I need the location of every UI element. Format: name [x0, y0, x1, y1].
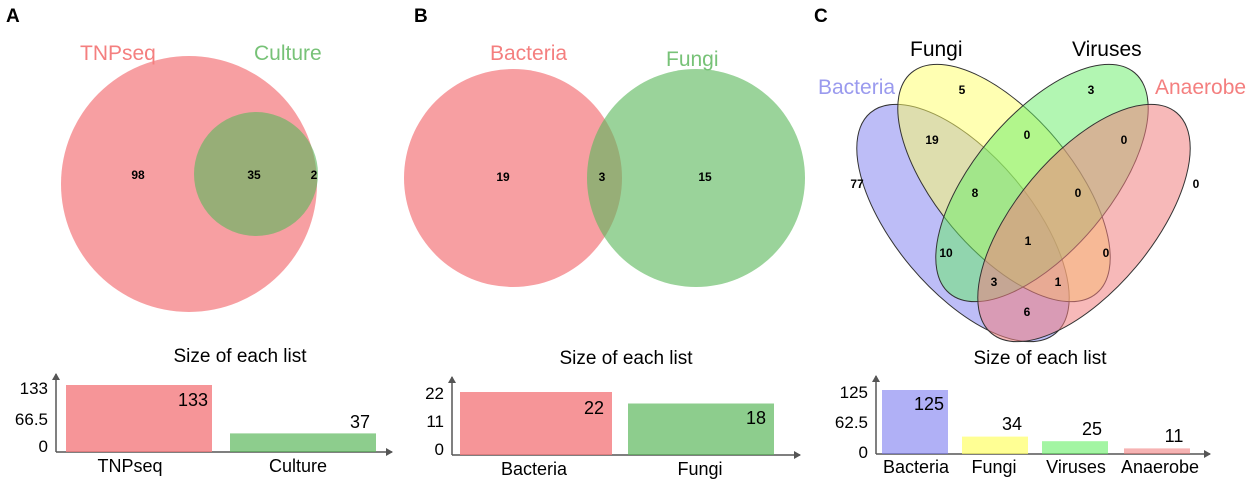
venn-c-count-bacteria-fungi: 19 — [925, 133, 939, 147]
venn-c-count-fungi-only: 5 — [959, 83, 966, 97]
bar-a-tick-zero: 0 — [39, 437, 48, 456]
venn-c: Bacteria Fungi Viruses Anaerobe 5 3 19 0… — [818, 38, 1246, 343]
venn-a-count-both: 35 — [247, 168, 261, 182]
venn-b-circle-bacteria — [404, 69, 622, 287]
venn-c-count-bacteria-fungi-viruses: 8 — [972, 186, 979, 200]
panel-letter-b: B — [414, 6, 428, 27]
venn-b-count-bacteria-only: 19 — [496, 170, 510, 184]
venn-c-count-fungi-anaerobe: 0 — [1103, 246, 1110, 260]
venn-b-circle-fungi — [587, 69, 805, 287]
venn-c-count-bacteria-anaerobe: 6 — [1024, 305, 1031, 319]
bar-a-title: Size of each list — [173, 346, 307, 367]
venn-a-label-tnpseq: TNPseq — [80, 42, 156, 65]
bar-c-tick-max: 125 — [840, 383, 868, 402]
venn-c-ellipse-anaerobe — [977, 103, 1191, 343]
bar-c-category-viruses: Viruses — [1046, 457, 1106, 477]
bar-c-category-bacteria: Bacteria — [883, 457, 950, 477]
bar-c-tick-mid: 62.5 — [835, 413, 868, 432]
bar-a-category-culture: Culture — [269, 456, 327, 476]
venn-a-label-culture: Culture — [254, 42, 322, 65]
venn-a-circle-culture — [194, 112, 318, 236]
bar-a-tnpseq — [66, 385, 212, 452]
bar-c-value-fungi: 34 — [1002, 414, 1022, 434]
bar-b-tick-max: 22 — [425, 384, 444, 403]
bar-c-bacteria — [882, 390, 948, 454]
venn-b: Bacteria Fungi 19 3 15 — [404, 42, 805, 287]
venn-c-count-all-four: 1 — [1025, 234, 1032, 248]
bar-c-viruses — [1042, 441, 1108, 454]
venn-c-label-viruses: Viruses — [1072, 38, 1142, 61]
venn-c-count-fungi-viruses-anaerobe: 0 — [1075, 186, 1082, 200]
venn-b-count-both: 3 — [599, 170, 606, 184]
venn-c-label-bacteria: Bacteria — [818, 76, 895, 99]
venn-b-count-fungi-only: 15 — [698, 170, 712, 184]
venn-c-count-bacteria-viruses-anaerobe: 3 — [991, 275, 998, 289]
panel-letter-c: C — [814, 6, 828, 27]
venn-b-label-bacteria: Bacteria — [490, 42, 567, 65]
venn-c-count-bacteria-viruses: 10 — [939, 246, 953, 260]
bar-b-category-bacteria: Bacteria — [501, 459, 568, 479]
bar-a-tick-mid: 66.5 — [15, 410, 48, 429]
venn-c-count-viruses-anaerobe: 0 — [1121, 133, 1128, 147]
bar-b-title: Size of each list — [559, 348, 693, 369]
bar-c-value-viruses: 25 — [1082, 419, 1102, 439]
venn-b-label-fungi: Fungi — [666, 48, 719, 71]
bar-c-fungi — [962, 436, 1028, 454]
panel-a: A TNPseq Culture 98 35 2 Size of each li… — [6, 6, 393, 476]
bar-a-value-culture: 37 — [350, 412, 370, 432]
bar-c-anaerobe — [1124, 448, 1190, 454]
bar-b-value-fungi: 18 — [746, 408, 766, 428]
bar-c-category-fungi: Fungi — [971, 457, 1016, 477]
venn-c-count-fungi-viruses: 0 — [1024, 128, 1031, 142]
bar-c-category-anaerobe: Anaerobe — [1121, 457, 1199, 477]
venn-a-count-culture-only: 2 — [311, 168, 318, 182]
bar-chart-a: Size of each list 133 66.5 0 133 37 TNPs… — [15, 346, 393, 476]
bar-chart-c: Size of each list 125 62.5 0 125 34 25 1… — [835, 348, 1211, 477]
bar-a-value-tnpseq: 133 — [178, 390, 208, 410]
bar-chart-b: Size of each list 22 11 0 22 18 Bacteria… — [425, 348, 801, 479]
bar-b-category-fungi: Fungi — [677, 459, 722, 479]
bar-a-tick-max: 133 — [20, 379, 48, 398]
bar-b-tick-mid: 11 — [426, 412, 444, 431]
venn-c-label-anaerobe: Anaerobe — [1155, 76, 1246, 99]
venn-c-count-bacteria-fungi-anaerobe: 1 — [1055, 275, 1062, 289]
bar-a-category-tnpseq: TNPseq — [97, 456, 162, 476]
venn-a: TNPseq Culture 98 35 2 — [61, 42, 322, 312]
bar-c-value-anaerobe: 11 — [1165, 426, 1184, 446]
venn-c-count-bacteria-only: 77 — [850, 177, 864, 191]
bar-c-title: Size of each list — [973, 348, 1107, 369]
venn-c-count-viruses-only: 3 — [1088, 83, 1095, 97]
bar-a-culture — [230, 433, 376, 452]
bar-b-bacteria — [460, 392, 612, 455]
bar-c-tick-zero: 0 — [859, 443, 868, 462]
panel-b: B Bacteria Fungi 19 3 15 Size of each li… — [404, 6, 805, 479]
panel-letter-a: A — [6, 6, 20, 27]
venn-a-count-tnpseq-only: 98 — [131, 168, 145, 182]
venn-c-count-anaerobe-only: 0 — [1193, 177, 1200, 191]
venn-c-label-fungi: Fungi — [910, 38, 963, 61]
bar-b-tick-zero: 0 — [435, 440, 444, 459]
bar-c-value-bacteria: 125 — [914, 394, 944, 414]
bar-b-fungi — [628, 403, 774, 455]
panel-c: C Bacteria Fungi Viruses Anaerobe 5 3 19… — [814, 6, 1246, 477]
bar-b-value-bacteria: 22 — [584, 398, 604, 418]
